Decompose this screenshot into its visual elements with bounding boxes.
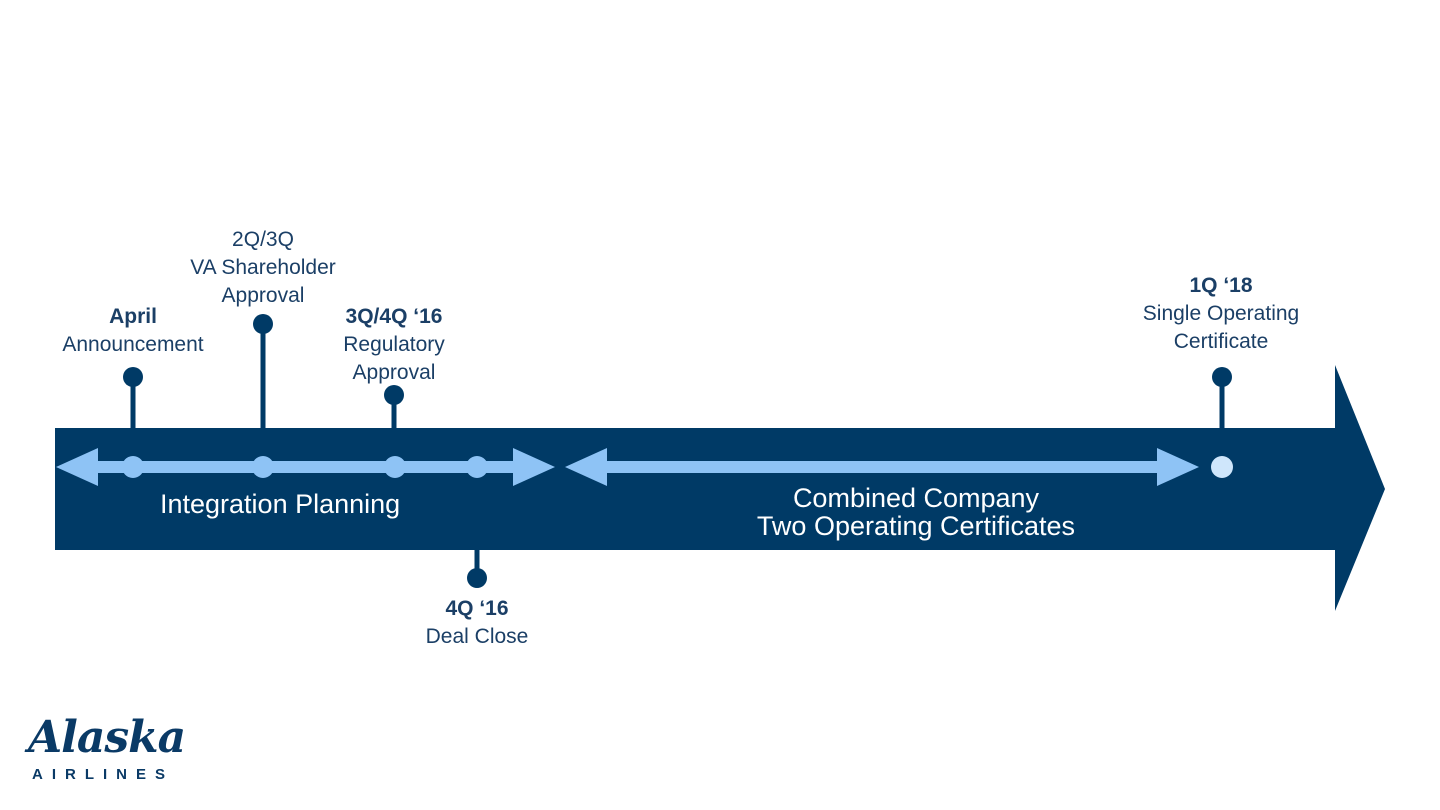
milestone-april-body: Announcement — [62, 333, 204, 356]
combined-double-arrow — [565, 448, 1199, 486]
milestone-regulatory-marker — [384, 385, 406, 478]
logo-subtitle: AIRLINES — [32, 766, 175, 783]
milestone-shareholder-marker — [252, 314, 274, 478]
logo-wordmark: Alaska — [28, 712, 186, 763]
milestone-regulatory-label: 3Q/4Q ‘16 Regulatory Approval — [343, 303, 445, 387]
milestone-shareholder-label: 2Q/3Q VA Shareholder Approval — [190, 226, 336, 310]
milestone-deal-close-head: 4Q ‘16 — [445, 597, 509, 620]
milestone-april-head: April — [109, 305, 157, 328]
milestone-shareholder-line1: 2Q/3Q — [232, 228, 294, 251]
milestone-regulatory-line2: Approval — [352, 361, 436, 384]
integration-double-arrow — [56, 448, 555, 486]
phase-combined-label: Combined Company Two Operating Certifica… — [742, 484, 1090, 540]
milestone-single-cert-label: 1Q ‘18 Single Operating Certificate — [1143, 272, 1299, 356]
milestone-single-cert-line2: Certificate — [1173, 330, 1269, 353]
milestone-deal-close-marker — [466, 456, 488, 588]
milestone-single-cert-head: 1Q ‘18 — [1189, 274, 1253, 297]
milestone-regulatory-line1: Regulatory — [343, 333, 445, 356]
milestone-april-marker — [122, 367, 144, 478]
milestone-single-cert-line1: Single Operating — [1142, 302, 1300, 325]
alaska-airlines-logo: Alaska AIRLINES — [20, 712, 186, 784]
milestone-deal-close-body: Deal Close — [425, 625, 529, 648]
milestone-deal-close-label: 4Q ‘16 Deal Close — [426, 595, 529, 651]
phase-combined-line2: Two Operating Certificates — [756, 511, 1076, 541]
milestone-regulatory-head: 3Q/4Q ‘16 — [345, 305, 443, 328]
milestone-shareholder-line2: VA Shareholder — [190, 256, 336, 279]
milestone-april-label: April Announcement — [62, 303, 203, 359]
main-arrow — [55, 365, 1385, 611]
phase-integration-label: Integration Planning — [160, 489, 401, 519]
milestone-shareholder-line3: Approval — [221, 284, 305, 307]
milestone-single-cert-marker — [1211, 367, 1233, 478]
phase-combined-line1: Combined Company — [792, 483, 1040, 513]
